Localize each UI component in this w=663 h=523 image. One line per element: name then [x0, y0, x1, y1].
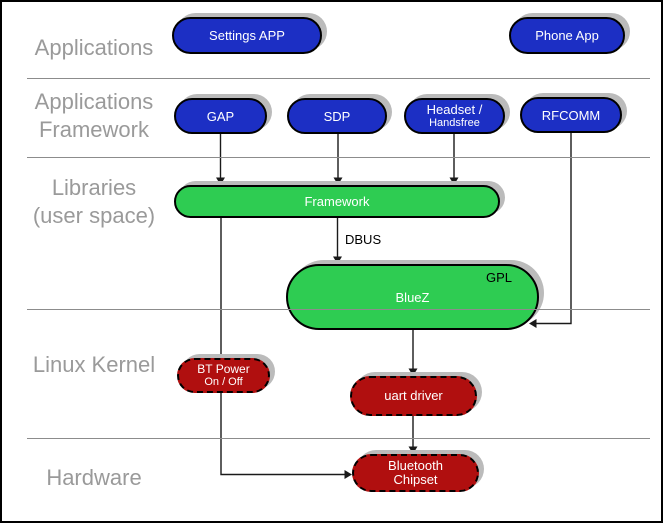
gpl-badge: GPL [486, 270, 513, 285]
edge-rfcomm-to-bluez [529, 133, 572, 328]
node-bt-power-on-off: BT Power On / Off [177, 358, 270, 393]
node-settings-app: Settings APP [172, 17, 322, 54]
node-sdp: SDP [287, 98, 387, 134]
edge-gap-to-framework [216, 134, 225, 185]
node-framework: Framework [174, 185, 500, 218]
separator-libraries-kernel [27, 309, 650, 310]
edge-sdp-to-framework [333, 134, 343, 185]
row-label-linux-kernel: Linux Kernel [32, 352, 156, 377]
separator-kernel-hardware [27, 438, 650, 439]
dbus-edge-label: DBUS [345, 232, 382, 247]
row-label-hardware: Hardware [46, 465, 142, 490]
separator-framework-libraries [27, 157, 650, 158]
node-bluetooth-chipset: Bluetooth Chipset [352, 454, 479, 492]
separator-applications-framework [27, 78, 650, 79]
edge-bluez-to-uart [408, 330, 418, 376]
node-gap: GAP [174, 98, 267, 134]
row-label-applications-framework: Applications Framework [34, 89, 154, 142]
node-phone-app: Phone App [509, 17, 625, 54]
edge-framework-to-bluez-dbus [333, 218, 342, 264]
node-rfcomm: RFCOMM [520, 97, 622, 133]
node-uart-driver: uart driver [350, 376, 477, 416]
edge-headset-to-framework [449, 134, 459, 185]
row-label-applications: Applications [34, 35, 154, 60]
row-label-libraries-user-space: Libraries (user space) [32, 175, 156, 228]
edge-framework-to-chipset-via-btpower [220, 218, 352, 479]
node-headset-handsfree: Headset / Handsfree [404, 98, 505, 134]
node-bluez: BlueZ [286, 264, 539, 330]
edge-uart-to-chipset [408, 416, 418, 454]
